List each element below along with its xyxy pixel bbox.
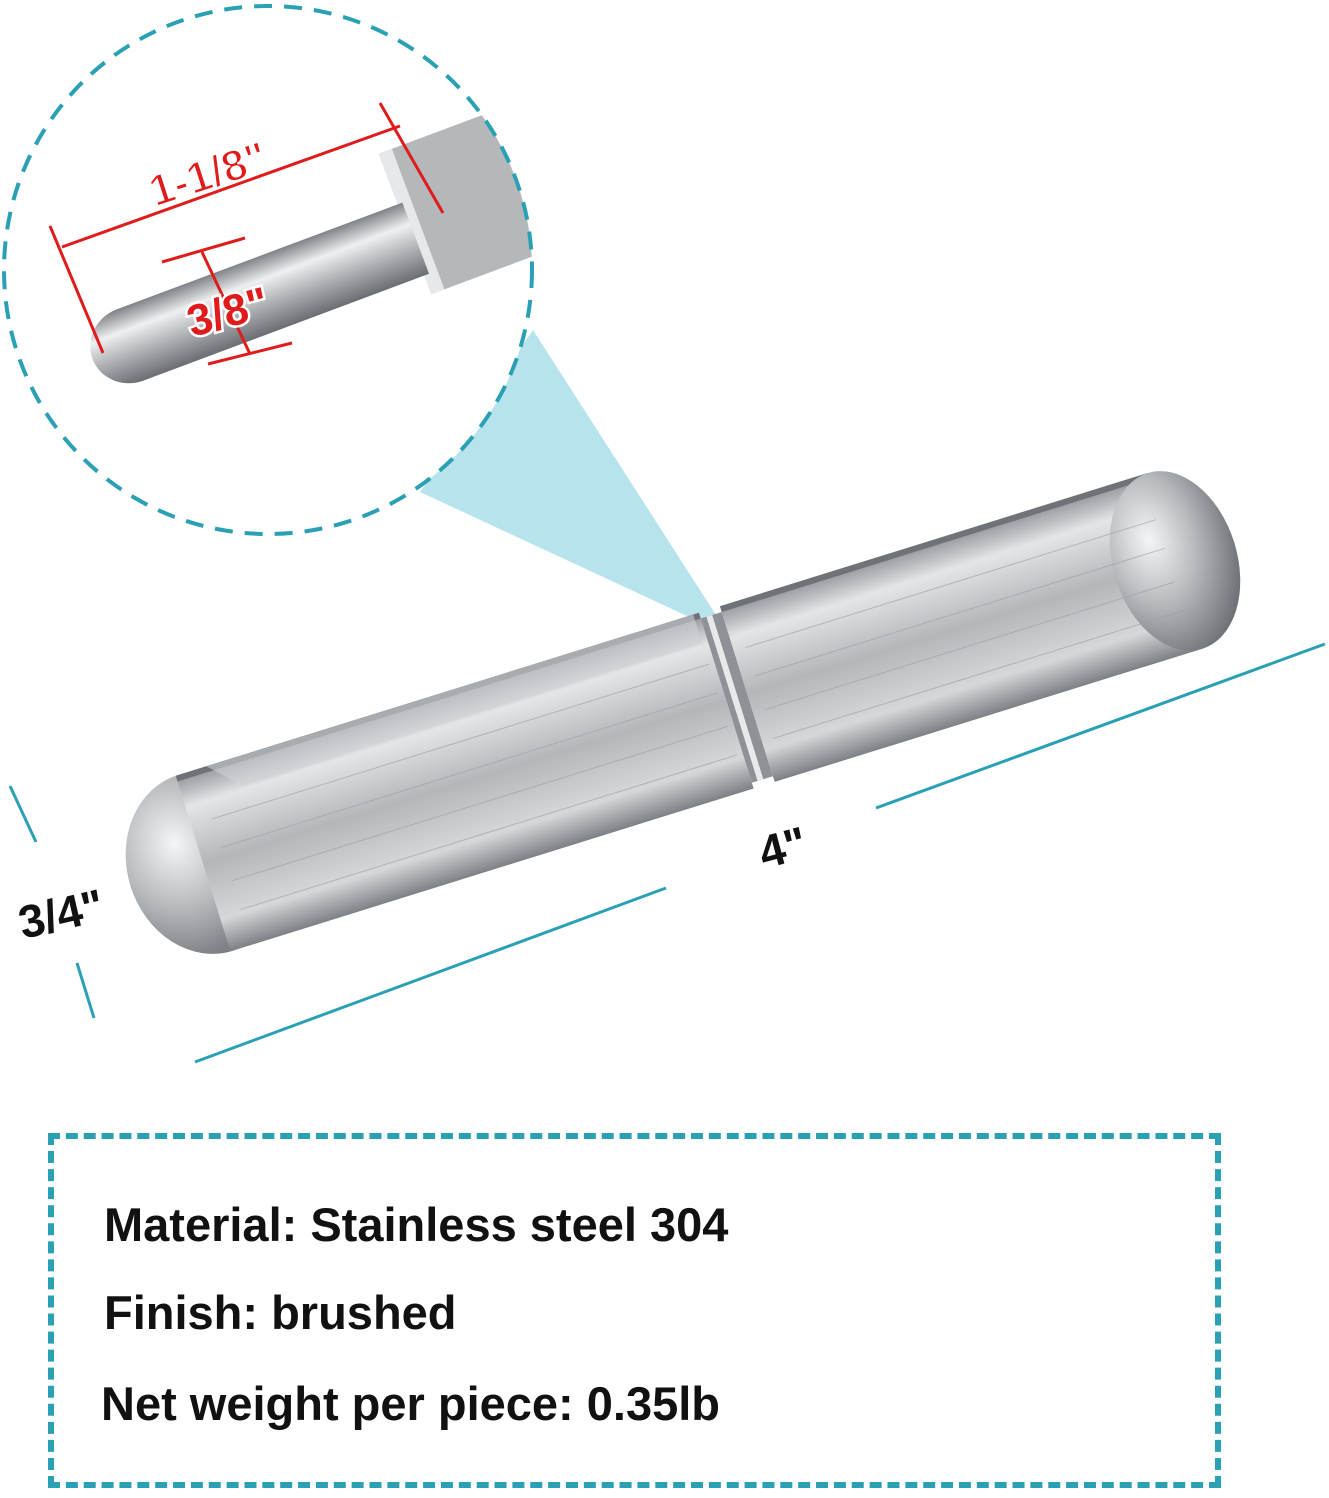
- pin-shaft: [116, 202, 429, 381]
- pin-diameter-dimension: [161, 236, 293, 366]
- pin-detail: [90, 62, 532, 384]
- finish-spec: Finish: brushed: [104, 1286, 457, 1339]
- right-barrel: [719, 473, 1203, 782]
- hinge-body: [125, 471, 1241, 954]
- right-end-cap: [1109, 471, 1241, 651]
- left-barrel: [175, 612, 754, 952]
- pin-tip: [90, 306, 170, 384]
- specifications-box: Material: Stainless steel 304 Finish: br…: [48, 1133, 1221, 1488]
- diameter-dimension: [8, 785, 96, 1019]
- length-label: 4": [753, 816, 812, 878]
- length-dimension: [194, 642, 1326, 1064]
- weight-spec: Net weight per piece: 0.35lb: [101, 1377, 721, 1430]
- material-spec: Material: Stainless steel 304: [104, 1198, 729, 1251]
- pin-length-dimension: [48, 102, 445, 354]
- diameter-label: 3/4": [14, 879, 109, 949]
- detail-circle: [2, 4, 534, 536]
